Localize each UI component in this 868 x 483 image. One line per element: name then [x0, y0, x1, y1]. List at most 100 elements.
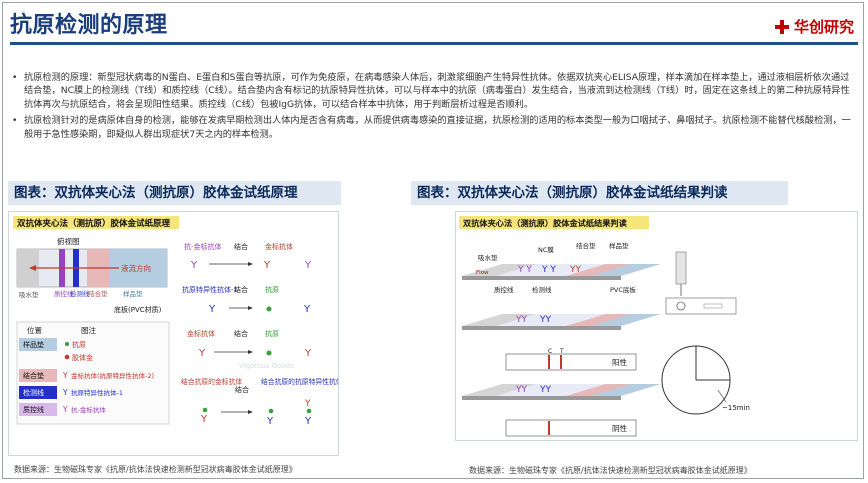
positive-t-line — [560, 355, 562, 369]
reaction4-icon-b: Y — [266, 416, 274, 427]
strip3-control-icons: YY — [515, 385, 527, 395]
dropper-icon — [675, 251, 687, 285]
gold-antibody-icon: Y — [62, 371, 68, 380]
reaction4-left: 结合抗原的金标抗体 — [181, 377, 242, 386]
reaction3-right: 抗原 — [265, 329, 279, 338]
left-source: 数据来源：生物磁珠专家《抗原/抗体法快速检测新型冠状病毒胶体金试纸原理》 — [14, 465, 297, 474]
legend-specific-antibody: 抗原特异性抗体-1 — [71, 388, 123, 397]
absorbent-pad — [17, 249, 39, 287]
right-inner-title: 双抗体夹心法（测抗原）胶体金试纸结果判读 — [463, 218, 628, 228]
reaction4-icon-c-gold: Y — [304, 399, 311, 409]
reaction3-icon-c: Y — [304, 348, 312, 359]
reaction1-icon-c: Y — [304, 260, 312, 271]
reaction4-right: 结合抗原的抗原特异性抗体 — [261, 377, 338, 386]
zone-control: 质控线 — [54, 289, 74, 298]
positive-t-mark: T — [559, 348, 564, 355]
right-source: 数据来源：生物磁珠专家《抗原/抗体法快速检测新型冠状病毒胶体金试纸原理》 — [469, 466, 752, 475]
reaction2-icon-a: Y — [208, 304, 216, 315]
reaction1-left: 抗-金标抗体 — [184, 242, 222, 251]
title-underline — [10, 42, 858, 45]
reaction2-mid: 结合 — [234, 285, 248, 294]
reaction2-icon-b — [266, 306, 272, 312]
strip3-base — [462, 396, 621, 400]
bullet-principle: 抗原检测的原理：新型冠状病毒的N蛋白、E蛋白和S蛋白等抗原，可作为免疫原，在病毒… — [12, 71, 858, 111]
cassette-window — [703, 303, 723, 309]
strip1-sample — [591, 264, 661, 276]
left-watermark: Vigorous Goods — [239, 362, 294, 370]
strip1-flow-label: Flow — [476, 270, 489, 276]
timer-pointer — [717, 389, 727, 403]
flow-arrowhead — [29, 265, 36, 271]
strip2-conjugate — [566, 314, 631, 326]
reaction4-icon-a-antigen — [202, 407, 208, 413]
reaction4-icon-a: Y — [200, 414, 208, 425]
zone-absorbent: 吸水垫 — [19, 290, 39, 299]
flow-direction-label: 液流方向 — [121, 263, 151, 273]
legend-antigen: 抗原 — [72, 340, 86, 349]
negative-c-line — [548, 421, 550, 435]
top-view-label: 俯视图 — [57, 236, 80, 246]
reaction3-mid: 结合 — [234, 329, 248, 338]
label-test: 检测线 — [532, 285, 552, 294]
base-label: 底板(PVC材质) — [114, 305, 162, 314]
strip2-nc — [496, 314, 606, 326]
gold-dot-icon — [64, 354, 70, 360]
legend-pos-conjugate-label: 结合垫 — [23, 371, 44, 380]
reaction4-icon-c: Y — [304, 416, 312, 427]
label-sample: 样品垫 — [609, 241, 629, 250]
strip1-nc — [496, 264, 606, 276]
reaction4-icon-b-antigen — [268, 408, 274, 414]
label-conjugate: 结合垫 — [576, 241, 596, 250]
strip1-control-icons: Y Y — [517, 265, 532, 275]
legend-pos-sample — [19, 338, 57, 351]
timer-label: ~15min — [722, 404, 750, 412]
reaction4-arrowhead — [248, 410, 253, 414]
reaction3-icon-a: Y — [198, 348, 206, 359]
reaction2-arrowhead — [248, 306, 253, 310]
reaction2-icon-c: Y — [303, 304, 311, 315]
right-figure-panel: 双抗体夹心法（测抗原）胶体金试纸结果判读 吸水垫 NC膜 结合垫 样品垫 Flo… — [455, 211, 858, 441]
reaction4-mid: 结合 — [235, 385, 249, 394]
reaction3-icon-b — [266, 350, 272, 356]
positive-card — [505, 353, 637, 371]
hc-logo-icon — [774, 19, 789, 34]
label-nc: NC膜 — [538, 245, 554, 254]
reaction2-left: 抗原特异性抗体-1 — [182, 285, 238, 294]
reaction3-arrowhead — [248, 350, 253, 354]
strip2-sample — [591, 314, 661, 326]
legend-gold: 胶体金 — [72, 353, 93, 362]
legend-gold-antibody: 金标抗体(抗原特异性抗体-2) — [71, 371, 154, 380]
left-figure-heading: 图表：双抗体夹心法（测抗原）胶体金试纸原理 — [8, 181, 341, 205]
antigen-dot-icon — [65, 342, 69, 346]
reaction1-right: 金标抗体 — [265, 242, 293, 251]
positive-c-mark: C — [548, 348, 552, 355]
negative-label: 阴性 — [612, 423, 627, 433]
strip1-test-icons: Y Y — [541, 265, 556, 275]
positive-label: 阳性 — [612, 357, 627, 367]
strip2-test-icons: YY — [539, 315, 551, 325]
specific-antibody-icon: Y — [62, 388, 68, 397]
inner-title-bg — [13, 216, 179, 229]
right-figure-heading: 图表：双抗体夹心法（测抗原）胶体金试纸结果判读 — [411, 181, 788, 205]
left-figure-panel: 双抗体夹心法（测抗原）胶体金试纸原理 俯视图 液流方向 吸水垫 质控线 检测线 … — [8, 211, 343, 456]
negative-card — [505, 419, 637, 437]
legend-pos-sample-label: 样品垫 — [23, 340, 44, 349]
page-title: 抗原检测的原理 — [10, 13, 168, 38]
reaction1-icon-b: Y — [263, 260, 271, 271]
logo-text: 华创研究 — [793, 18, 854, 36]
legend-header-legend: 图注 — [81, 325, 96, 335]
anti-gold-antibody-icon: Y — [62, 405, 68, 414]
legend-pos-test-label: 检测线 — [23, 388, 44, 397]
left-inner-title: 双抗体夹心法（测抗原）胶体金试纸原理 — [17, 218, 171, 229]
strip1-conjugate — [566, 264, 631, 276]
legend-pos-test — [19, 386, 57, 399]
reaction4-icon-c-antigen — [306, 408, 312, 414]
zone-test: 检测线 — [70, 289, 90, 298]
colloidal-gold-principle-diagram: 双抗体夹心法（测抗原）胶体金试纸原理 俯视图 液流方向 吸水垫 质控线 检测线 … — [13, 216, 343, 427]
sample-well-icon — [676, 301, 686, 311]
bullet-list: 抗原检测的原理：新型冠状病毒的N蛋白、E蛋白和S蛋白等抗原，可作为免疫原，在病毒… — [12, 71, 858, 144]
zone-sample: 样品垫 — [123, 289, 143, 298]
legend-pos-control — [19, 403, 57, 416]
legend-anti-gold-antibody: 抗-金标抗体 — [71, 405, 106, 414]
